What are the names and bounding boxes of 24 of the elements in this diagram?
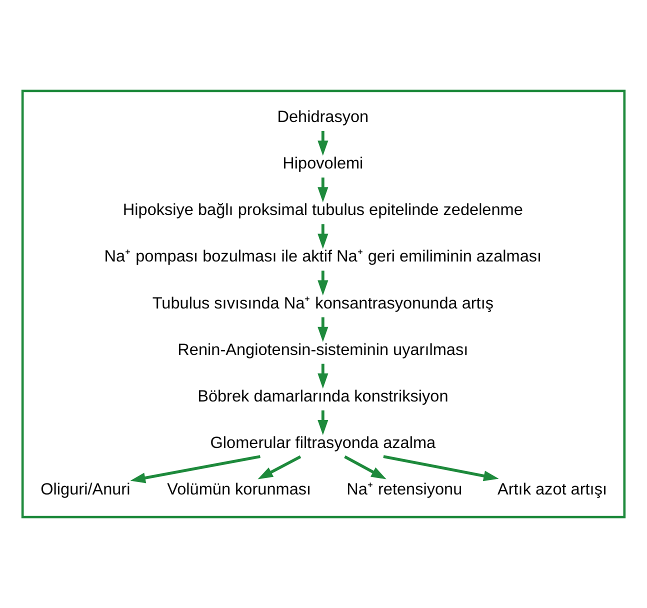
node-text: Dehidrasyon (277, 108, 369, 126)
arrow (130, 455, 260, 484)
arrow (318, 364, 328, 389)
arrow (383, 455, 499, 482)
arrow (318, 270, 328, 296)
arrow (318, 317, 328, 342)
node-text: Volümün korunması (167, 480, 312, 499)
node-text: Na⁺ pompası bozulması ile aktif Na⁺ geri emiliminin azalması (104, 248, 542, 266)
arrow (258, 455, 302, 480)
node-text: Tubulus sıvısında Na⁺ konsantrasyonunda artış (152, 294, 494, 312)
node-text: Renin-Angiotensin-sisteminin uyarılması (178, 340, 468, 359)
node-text: Hipovolemi (282, 154, 364, 173)
node-text: Na⁺ retensiyonu (346, 480, 462, 499)
cluster (21, 90, 626, 518)
arrow (344, 455, 386, 480)
arrow (318, 131, 328, 156)
node-text: Artık azot artışı (498, 480, 607, 499)
node-text: Oliguri/Anuri (40, 480, 130, 499)
arrow (318, 178, 328, 202)
node-text: Glomerular filtrasyonda azalma (210, 434, 436, 452)
node-text: Hipoksiye bağlı proksimal tubulus epitelinde zedelenme (122, 201, 523, 220)
arrow (318, 410, 328, 436)
arrow (318, 224, 328, 249)
node-text: Böbrek damarlarında konstriksiyon (198, 387, 448, 406)
